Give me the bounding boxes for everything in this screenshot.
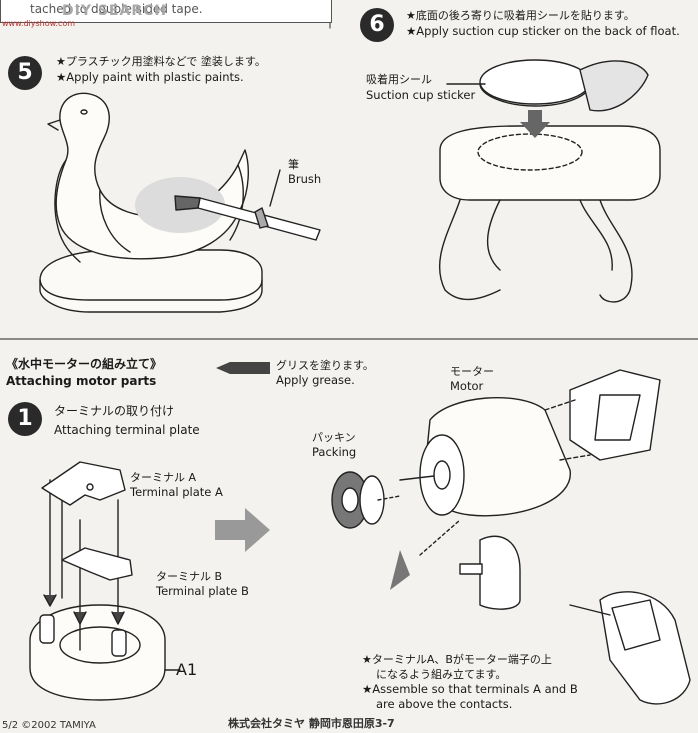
step-6-instruction-en: ★Apply suction cup sticker on the back o… (406, 24, 680, 38)
step-1-title-en: Attaching terminal plate (54, 423, 200, 437)
brush-label-jp: 筆 (288, 158, 299, 171)
step-6-badge: 6 (360, 8, 394, 42)
terminal-a-label-en: Terminal plate A (130, 485, 223, 499)
previous-step-text: tached to double sided tape. (30, 2, 203, 16)
terminal-a-label-jp: ターミナル A (130, 471, 197, 484)
grease-label-jp: グリスを塗ります。 (276, 359, 374, 372)
step-6-instruction-jp: ★底面の後ろ寄りに吸着用シールを貼ります。 (406, 9, 635, 22)
section-title-en: Attaching motor parts (6, 374, 157, 388)
step-5-instruction-en: ★Apply paint with plastic paints. (56, 70, 244, 84)
step-5-instruction-jp: ★プラスチック用塗料などで 塗装します。 (56, 55, 266, 68)
step-1-badge: 1 (8, 402, 42, 436)
sticker-label-en: Suction cup sticker (366, 88, 476, 102)
section-divider (0, 338, 698, 340)
grease-label-en: Apply grease. (276, 373, 355, 387)
motor-label-jp: モーター (450, 365, 494, 378)
assembly-note-jp-1: ★ターミナルA、Bがモーター端子の上 (362, 653, 552, 666)
sticker-label-jp: 吸着用シール (366, 73, 432, 86)
section-title-jp: 《水中モーターの組み立て》 (6, 357, 163, 371)
terminal-b-label-jp: ターミナル B (156, 570, 223, 583)
assembly-note-en-2: are above the contacts. (376, 697, 513, 711)
assembly-note-en-1: ★Assemble so that terminals A and B (362, 682, 578, 696)
footer-copyright: 5/2 ©2002 TAMIYA (2, 720, 96, 731)
previous-step-box (0, 0, 332, 23)
footer-company: 株式会社タミヤ 静岡市恩田原3-7 (228, 717, 395, 730)
step-1-title-jp: ターミナルの取り付け (54, 404, 175, 418)
brush-label-en: Brush (288, 172, 322, 186)
assembly-note-jp-2: になるよう組み立てます。 (376, 668, 507, 681)
step-5-badge: 5 (8, 56, 42, 90)
packing-label-jp: パッキン (312, 431, 356, 444)
part-a1-label: A1 (176, 660, 198, 679)
terminal-b-label-en: Terminal plate B (156, 584, 249, 598)
packing-label-en: Packing (312, 445, 357, 459)
watermark-url: www.diyshow.com (2, 19, 76, 28)
watermark-text: DIY SEARCH (62, 3, 168, 19)
motor-label-en: Motor (450, 379, 484, 393)
